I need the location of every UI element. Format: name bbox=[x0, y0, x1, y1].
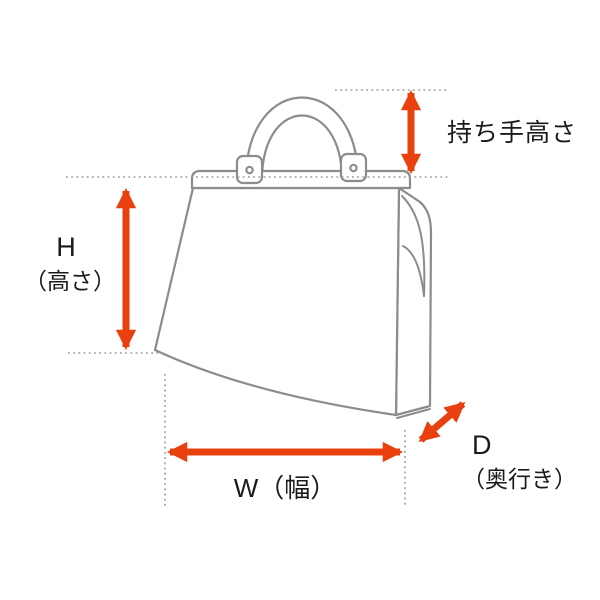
bag-rivet-right bbox=[349, 163, 358, 173]
handle-height-label: 持ち手高さ bbox=[447, 119, 578, 147]
bag-frame bbox=[190, 169, 412, 190]
depth-label: D （奥行き） bbox=[462, 430, 577, 492]
depth-arrow bbox=[418, 401, 466, 443]
bag-rivet-left bbox=[245, 165, 254, 175]
depth-letter: D bbox=[472, 430, 492, 460]
depth-caption: （奥行き） bbox=[462, 466, 577, 493]
guide-dotted-lines bbox=[66, 89, 448, 506]
bag-side-fold-line bbox=[402, 245, 425, 297]
bag-front-panel bbox=[153, 186, 401, 417]
height-caption: （高さ） bbox=[24, 268, 116, 295]
dimension-arrows bbox=[115, 89, 466, 463]
width-label: W（幅） bbox=[233, 473, 337, 503]
bag-side-panel bbox=[394, 186, 433, 417]
bag-side-gusset-line bbox=[401, 195, 426, 297]
height-letter: H bbox=[56, 232, 76, 262]
height-label: H （高さ） bbox=[24, 232, 116, 295]
handbag-drawing bbox=[153, 96, 433, 419]
